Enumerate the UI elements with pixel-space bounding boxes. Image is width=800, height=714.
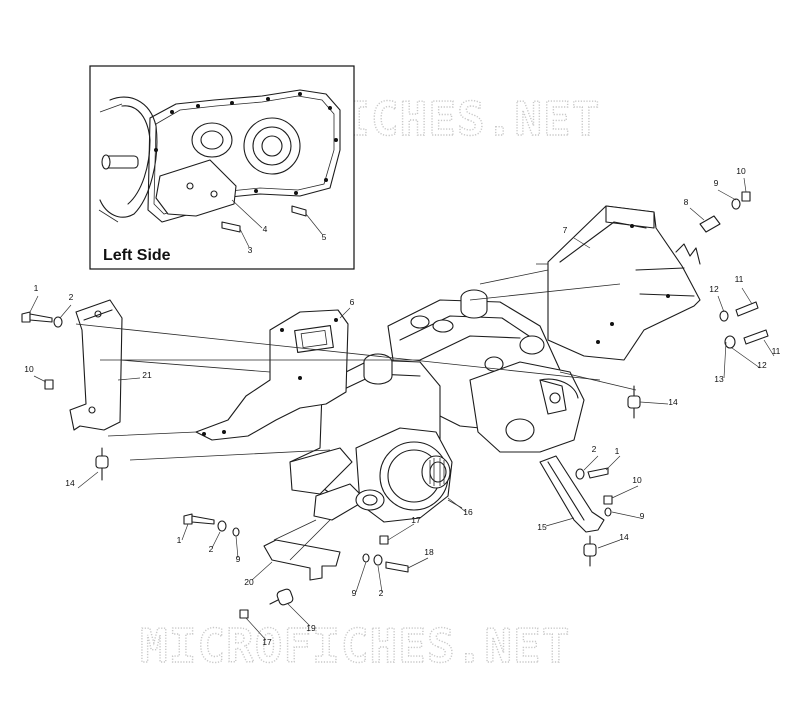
callout-c-1a: 1 <box>34 283 39 293</box>
leader-lines <box>29 177 775 641</box>
fasteners <box>21 191 769 619</box>
callout-c-14c: 14 <box>619 532 629 542</box>
inset-left-side: Left Side <box>89 65 355 270</box>
callout-c-1b: 1 <box>615 446 620 456</box>
callout-c-11b: 11 <box>772 346 781 356</box>
callout-c-16: 16 <box>463 507 473 517</box>
mount-bracket-20 <box>263 539 341 581</box>
callout-c-10c: 10 <box>632 475 642 485</box>
callout-c-2a: 2 <box>69 292 74 302</box>
cover-plate-6 <box>195 309 349 441</box>
mount-bracket-21 <box>69 299 123 431</box>
callout-c-3: 3 <box>248 245 253 255</box>
callout-c-13: 13 <box>714 374 724 384</box>
callout-c-9d: 9 <box>352 588 357 598</box>
callout-c-14b: 14 <box>668 397 678 407</box>
callout-c-2d: 2 <box>379 588 384 598</box>
mount-bracket-15 <box>539 455 605 533</box>
callout-c-14a: 14 <box>65 478 75 488</box>
callout-c-5: 5 <box>322 232 327 242</box>
watermark-bottom: MICROFICHES.NET <box>140 619 570 673</box>
callout-c-10b: 10 <box>736 166 746 176</box>
callout-c-20: 20 <box>244 577 254 587</box>
mount-bracket-7 <box>547 205 701 361</box>
inset-engine-illustration <box>98 89 341 248</box>
callout-c-9a: 9 <box>714 178 719 188</box>
callout-c-19: 19 <box>306 623 316 633</box>
callout-c-1c: 1 <box>177 535 182 545</box>
callout-c-4: 4 <box>263 224 268 234</box>
callout-c-10a: 10 <box>24 364 34 374</box>
inset-title: Left Side <box>103 247 171 264</box>
callout-c-9c: 9 <box>236 554 241 564</box>
callout-c-8: 8 <box>684 197 689 207</box>
callout-c-6: 6 <box>350 297 355 307</box>
callout-c-18: 18 <box>424 547 434 557</box>
callout-c-2c: 2 <box>209 544 214 554</box>
callout-c-15: 15 <box>537 522 547 532</box>
callout-c-9b: 9 <box>640 511 645 521</box>
callout-c-11a: 11 <box>735 274 744 284</box>
callout-c-12a: 12 <box>709 284 719 294</box>
callout-c-12b: 12 <box>757 360 767 370</box>
callout-c-2b: 2 <box>592 444 597 454</box>
callout-c-21: 21 <box>142 370 152 380</box>
callout-c-7: 7 <box>563 225 568 235</box>
callout-c-17b: 17 <box>262 637 272 647</box>
callout-c-17a: 17 <box>411 515 421 525</box>
